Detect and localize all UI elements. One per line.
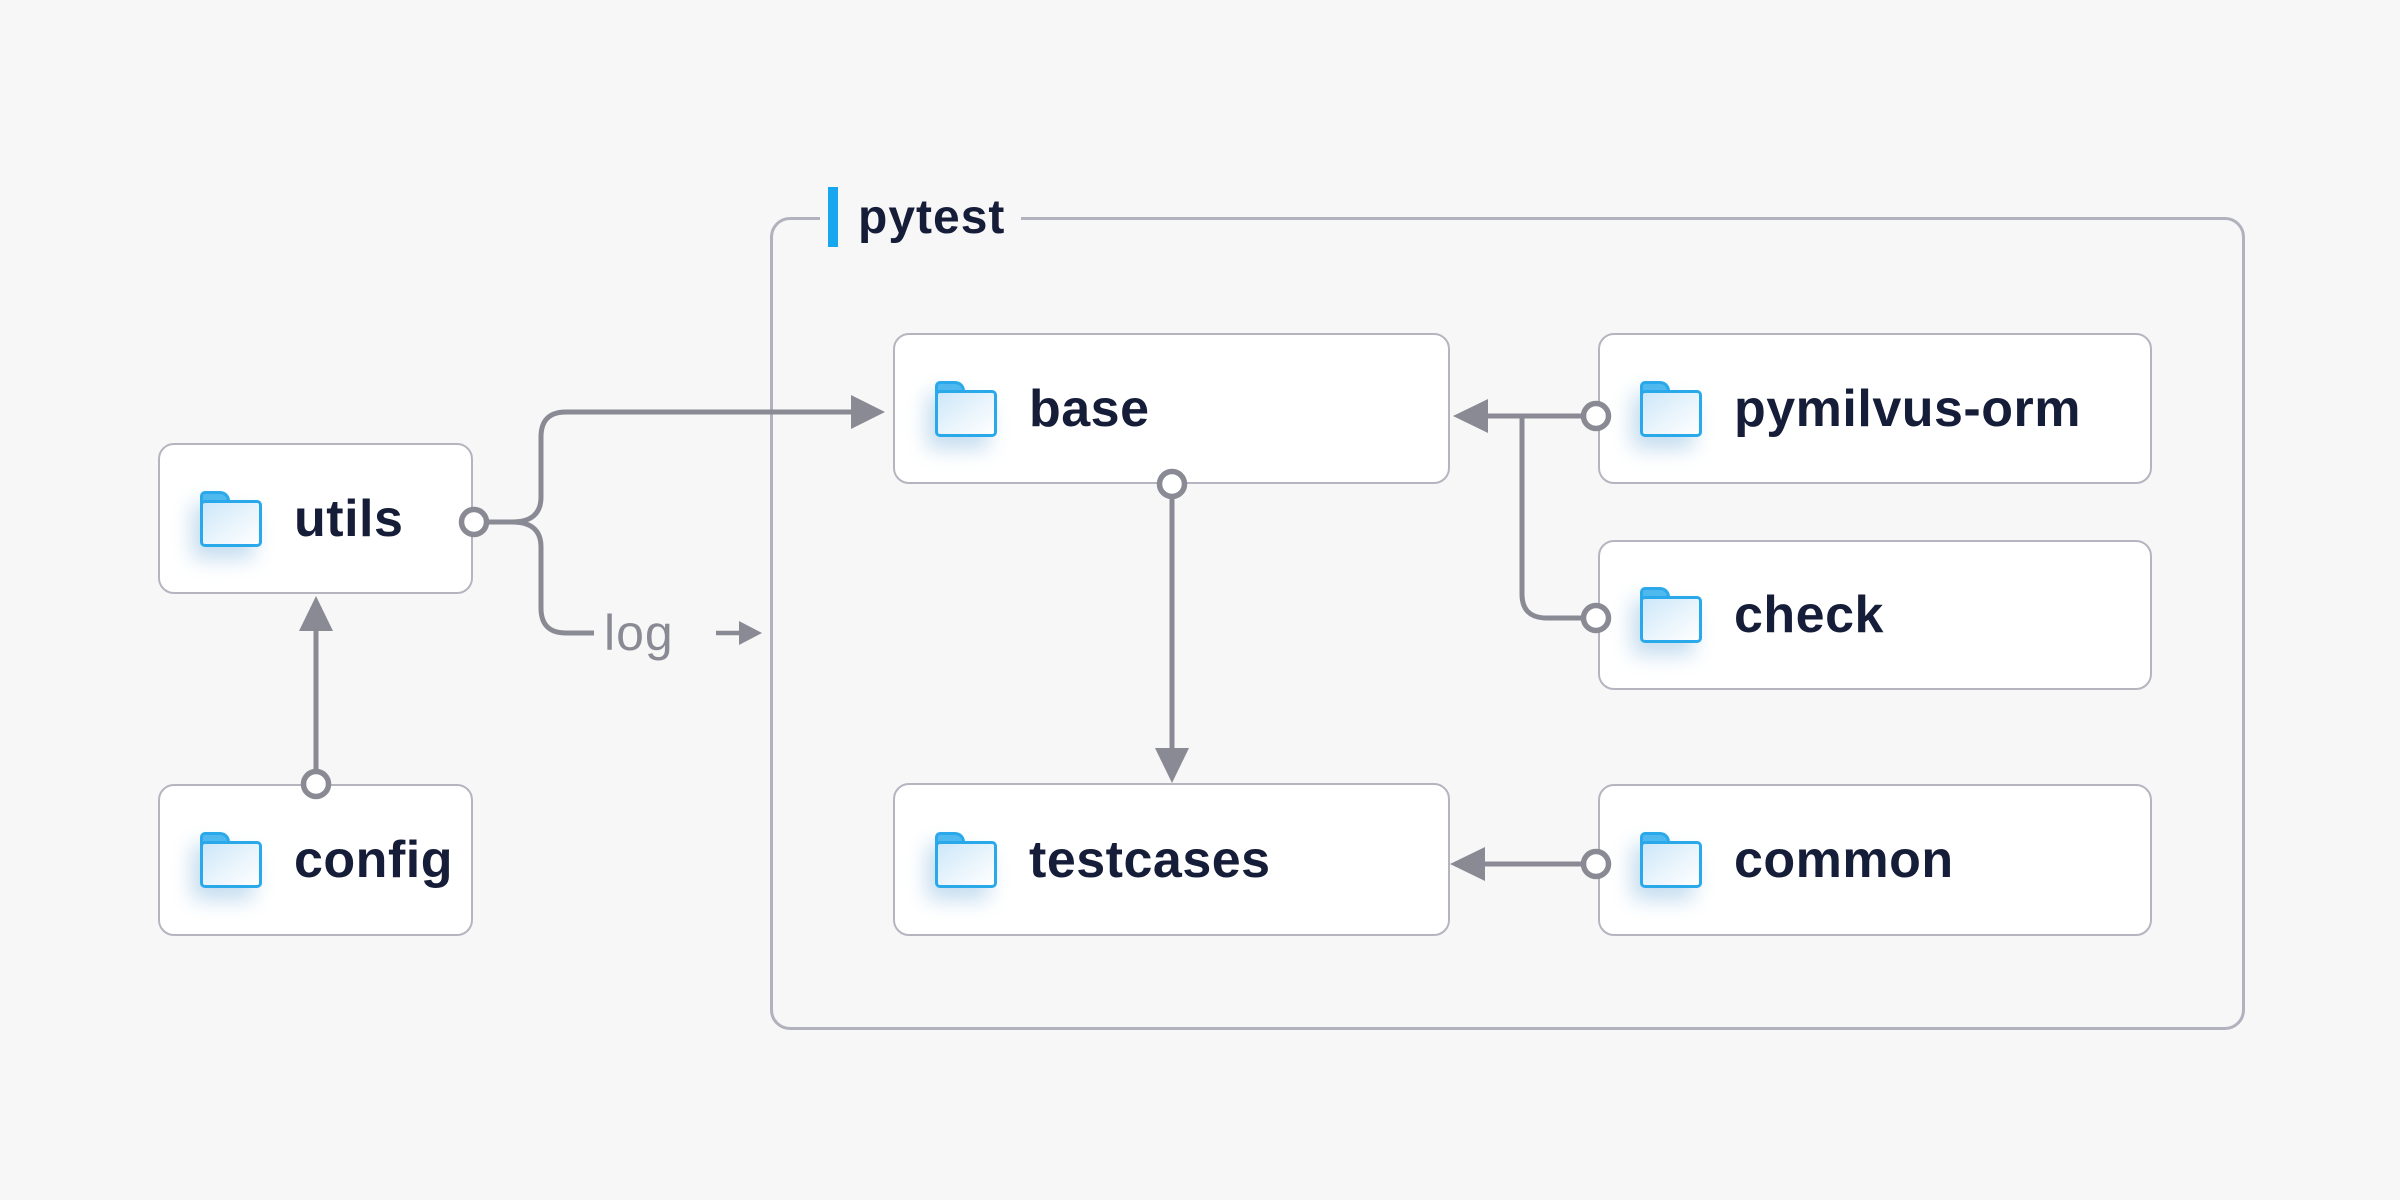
- edge-config-utils: [299, 596, 333, 800]
- node-base: base: [893, 333, 1450, 484]
- edge-log-arrow: [716, 621, 762, 645]
- folder-icon: [1640, 380, 1704, 437]
- folder-icon: [200, 490, 264, 547]
- folder-icon: [200, 832, 264, 888]
- node-config: config: [158, 784, 473, 936]
- node-common: common: [1598, 784, 2152, 936]
- folder-icon: [1640, 587, 1704, 643]
- node-check: check: [1598, 540, 2152, 690]
- node-utils: utils: [158, 443, 473, 594]
- node-label: base: [1029, 379, 1150, 438]
- folder-icon: [935, 380, 999, 437]
- node-label: testcases: [1029, 830, 1271, 889]
- node-pymilvus-orm: pymilvus-orm: [1598, 333, 2152, 484]
- folder-icon: [1640, 832, 1704, 888]
- node-testcases: testcases: [893, 783, 1450, 936]
- node-label: pymilvus-orm: [1734, 379, 2081, 438]
- edge-utils-log: [458, 506, 594, 636]
- accent-bar-icon: [828, 187, 838, 247]
- node-label: config: [294, 831, 453, 889]
- node-label: utils: [294, 489, 404, 548]
- edge-label-log: log: [604, 605, 674, 661]
- pytest-group-container: [770, 217, 2245, 1030]
- group-label-text: pytest: [858, 190, 1006, 244]
- pytest-group-label: pytest: [820, 186, 1022, 248]
- node-label: check: [1734, 586, 1884, 644]
- folder-icon: [935, 831, 999, 888]
- node-label: common: [1734, 831, 1954, 889]
